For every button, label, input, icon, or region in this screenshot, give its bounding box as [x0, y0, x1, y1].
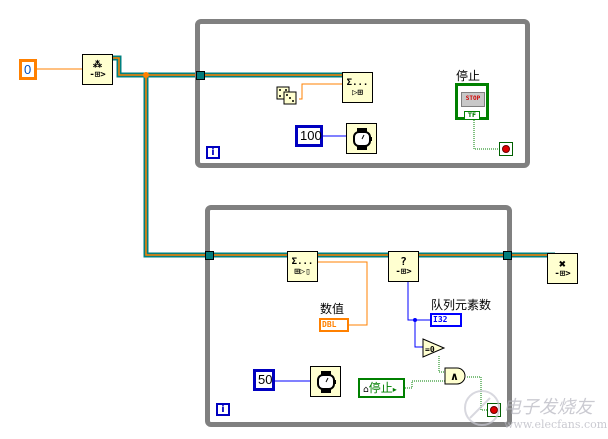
obtain-queue-node[interactable]: ⁂ -⊞> — [82, 54, 113, 85]
random-number-dice-icon[interactable] — [276, 86, 298, 106]
stop-local-variable[interactable]: ⌂停止▸ — [358, 378, 405, 398]
dequeue-node[interactable]: Σ... ⊞▷▯ — [287, 251, 318, 282]
wire-queue-ref-main[interactable] — [113, 55, 200, 78]
queue-size-constant[interactable]: 0 — [19, 59, 37, 80]
stop-button-terminal[interactable]: STOP TF — [455, 83, 489, 120]
wire-producer-stop[interactable] — [473, 120, 500, 150]
wire-junction-count — [413, 318, 417, 322]
watermark-logo-icon — [464, 390, 500, 426]
and-gate-node[interactable]: ∧ — [444, 367, 468, 385]
dequeue-icon: ⊞▷▯ — [294, 266, 311, 277]
wait-ms-watch-icon — [316, 370, 336, 393]
wire-and-to-stop[interactable] — [467, 376, 488, 411]
wire-dequeue-element[interactable] — [318, 261, 368, 326]
consumer-queue-tunnel-out[interactable] — [503, 251, 512, 260]
consumer-wait-node[interactable] — [310, 366, 341, 397]
producer-while-loop[interactable] — [195, 19, 530, 168]
producer-wait-constant[interactable]: 100 — [295, 125, 323, 147]
value-indicator-label: 数值 — [320, 302, 345, 316]
and-symbol: ∧ — [450, 370, 459, 383]
output-arrow-icon: ▸ — [392, 385, 397, 394]
stop-button-face: STOP — [461, 92, 485, 107]
wire-junction — [143, 72, 149, 78]
stop-button-type: TF — [464, 111, 480, 120]
count-indicator-i32[interactable]: I32 — [430, 313, 462, 327]
queue-icon: -⊞> — [89, 69, 106, 80]
question-icon: ? — [400, 254, 407, 268]
enqueue-icon-top: Σ... — [346, 77, 369, 88]
release-queue-node[interactable]: ✖ -⊞> — [547, 253, 578, 284]
wire-stop-local-to-and[interactable] — [405, 380, 445, 389]
consumer-while-loop[interactable] — [205, 205, 512, 427]
producer-wait-node[interactable] — [346, 123, 377, 154]
watermark-brand: 电子发烧友 — [503, 397, 593, 418]
consumer-wait-constant[interactable]: 50 — [253, 369, 275, 391]
wire-count-to-eq0[interactable] — [414, 320, 423, 348]
enqueue-node[interactable]: Σ... ▷⊞ — [342, 72, 373, 103]
value-indicator-dbl[interactable]: DBL — [319, 318, 349, 332]
enqueue-icon: ▷⊞ — [352, 87, 363, 98]
consumer-iteration-terminal: i — [216, 403, 230, 416]
wire-eq0-to-and[interactable] — [438, 356, 445, 373]
dequeue-icon-top: Σ... — [291, 256, 314, 267]
release-queue-icon: -⊞> — [554, 268, 571, 279]
get-queue-status-node[interactable]: ? -⊞> — [388, 251, 419, 282]
stop-button-label: 停止 — [456, 69, 481, 83]
producer-loop-condition[interactable] — [499, 142, 513, 156]
wire-random-value[interactable] — [299, 83, 342, 100]
equal-zero-node[interactable]: =0 — [422, 338, 446, 358]
producer-queue-tunnel[interactable] — [196, 71, 205, 80]
stop-local-text: 停止 — [368, 381, 393, 395]
count-indicator-label: 队列元素数 — [431, 298, 492, 312]
equal-zero-text: =0 — [425, 345, 435, 354]
release-x-icon: ✖ — [558, 256, 567, 271]
home-icon: ⌂ — [363, 385, 369, 395]
wait-ms-watch-icon — [352, 127, 372, 150]
wire-queue-ref-branch[interactable] — [143, 75, 210, 258]
queue-status-icon: -⊞> — [395, 266, 412, 277]
obtain-queue-icon-top: ⁂ — [93, 59, 102, 70]
producer-iteration-terminal: i — [206, 146, 220, 159]
consumer-queue-tunnel-in[interactable] — [205, 251, 214, 260]
wire-queue-count[interactable] — [407, 282, 430, 321]
watermark-url: www.elecfans.com — [504, 418, 608, 431]
